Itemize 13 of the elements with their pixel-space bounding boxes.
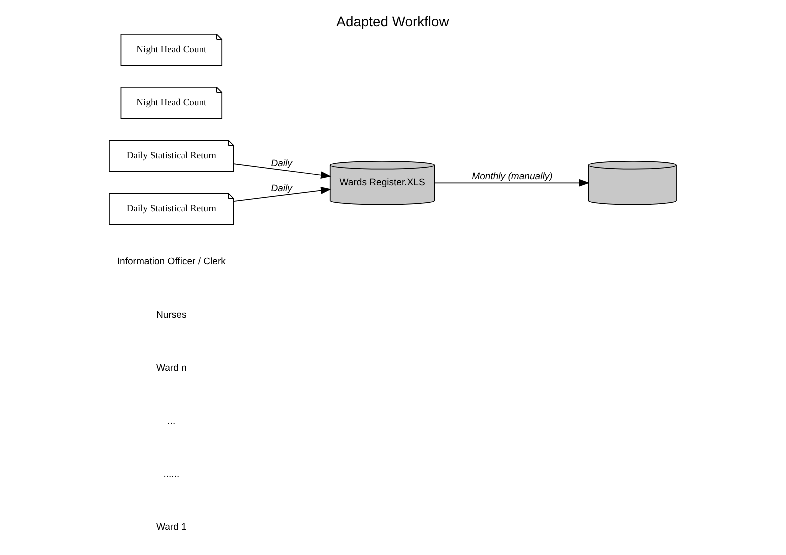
diagram-title: Adapted Workflow xyxy=(336,13,450,30)
edge-label: Monthly (manually) xyxy=(472,171,553,182)
arrow xyxy=(434,179,590,187)
edge-label: Daily xyxy=(271,158,292,170)
arrow xyxy=(233,187,332,202)
label: Information Officer / Clerk xyxy=(117,256,226,268)
edge-label: Daily xyxy=(271,184,292,195)
label: Nurses xyxy=(156,310,187,321)
label: ...... xyxy=(164,468,180,480)
arrow xyxy=(233,164,332,179)
label: ... xyxy=(168,416,176,427)
label: Ward 1 xyxy=(156,522,187,533)
label: Ward n xyxy=(156,362,187,374)
